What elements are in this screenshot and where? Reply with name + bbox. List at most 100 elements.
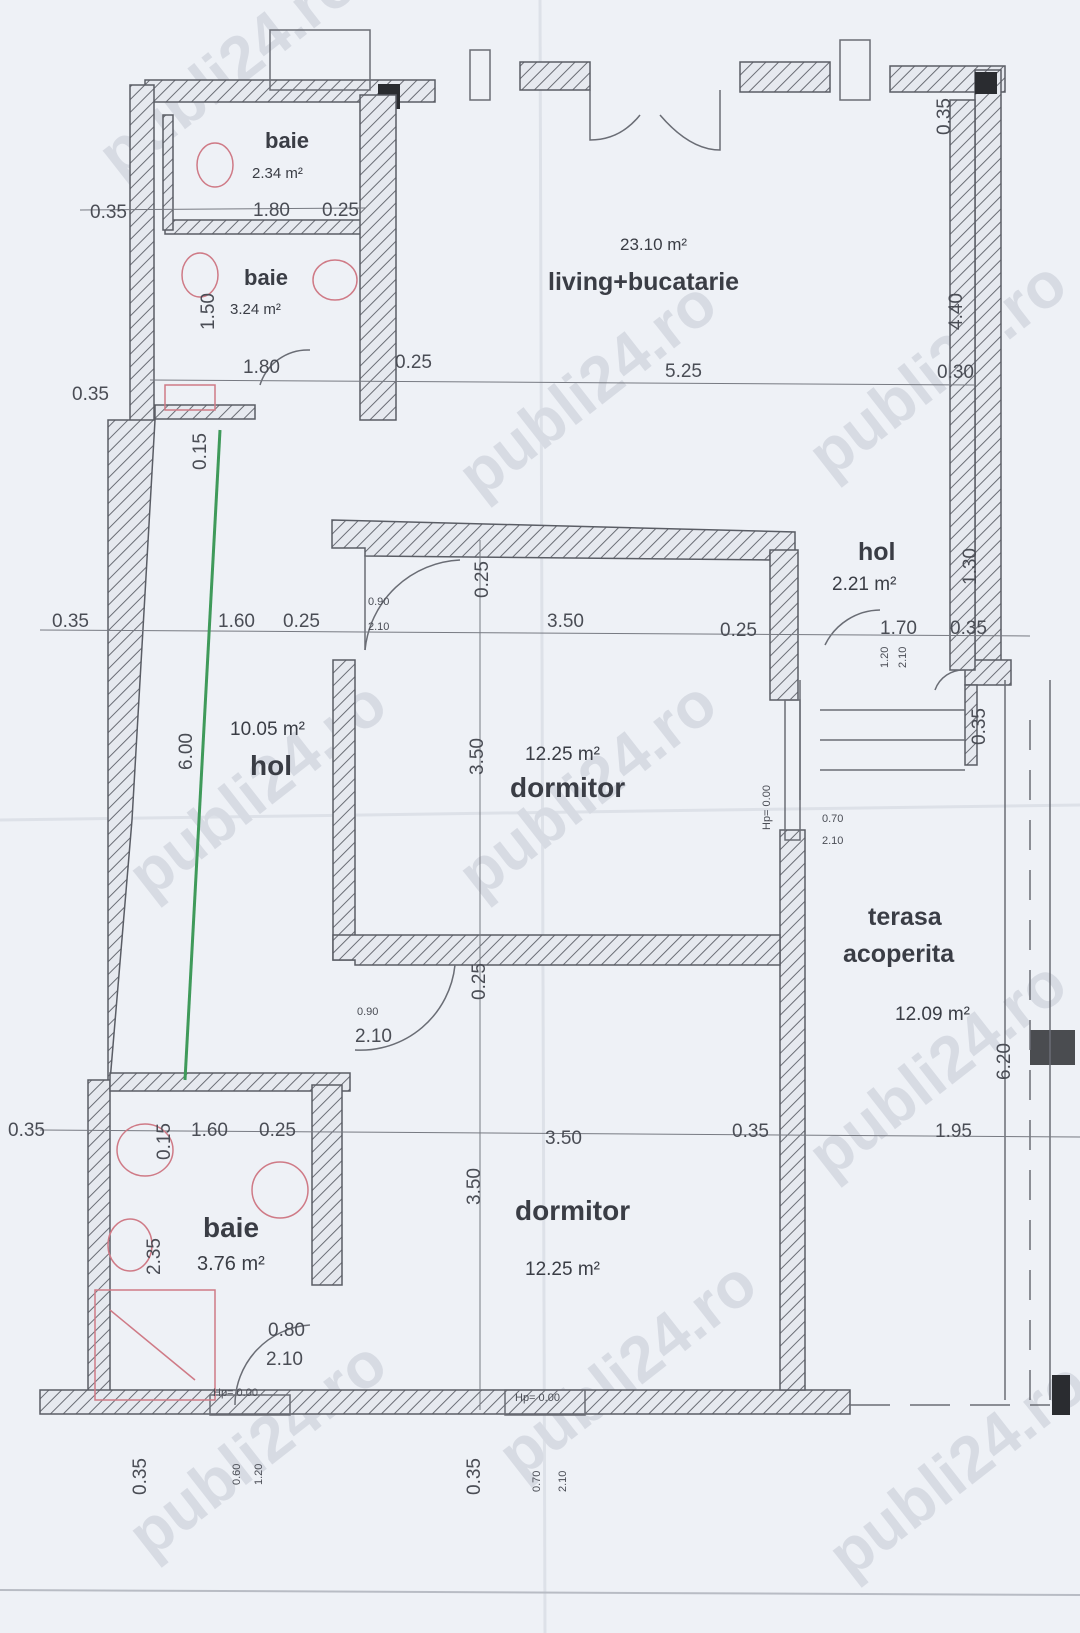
shower-tray: [164, 384, 216, 411]
pillar-bottom-right: [1052, 1375, 1070, 1415]
dim-label: 1.60: [218, 611, 255, 632]
watermark-text: publi24.ro: [814, 1346, 1080, 1591]
watermark-text: publi24.ro: [794, 946, 1079, 1191]
dim-label: 0.60: [231, 1464, 243, 1485]
dim-label: 0.70: [531, 1471, 543, 1492]
dim-label: 1.80: [253, 200, 290, 221]
dim-label: 0.35: [950, 618, 987, 639]
wall-dormitor-right-2: [779, 829, 806, 1391]
toilet: [196, 142, 234, 188]
wall-left-upper: [129, 84, 155, 426]
dim-label: 0.35: [934, 98, 955, 135]
dim-label: 1.70: [880, 618, 917, 639]
room-name-baie-top: baie: [265, 128, 309, 153]
wall-baie-bottom-right: [311, 1084, 343, 1286]
room-name-baie-bottom: baie: [203, 1212, 259, 1243]
dim-label: 0.35: [8, 1120, 45, 1141]
door-swing: [824, 609, 881, 646]
room-labels: baie 2.34 m² baie 3.24 m² 23.10 m² livin…: [197, 128, 970, 1280]
dim-label: 0.25: [283, 611, 320, 632]
wall-dormitor-middle: [332, 934, 781, 966]
wall-baie-bottom: [154, 404, 256, 420]
toilet: [116, 1123, 174, 1177]
dim-label: 1.20: [879, 647, 891, 668]
dim-label: 1.50: [198, 293, 219, 330]
dim-label: 0.25: [322, 200, 359, 221]
terrace: [799, 680, 1051, 1406]
dim-label: 3.50: [464, 1168, 485, 1205]
door-swing: [659, 90, 721, 151]
watermark-text: publi24.ro: [114, 666, 399, 911]
sink: [251, 1161, 309, 1219]
dim-label: 0.90: [368, 596, 389, 608]
dim-label: 0.25: [259, 1120, 296, 1141]
room-name-hol-right: hol: [858, 538, 896, 566]
room-name-dormitor-2: dormitor: [515, 1195, 630, 1226]
dim-label: 0.35: [52, 611, 89, 632]
fixtures: [94, 142, 358, 1401]
room-area-dormitor-2: 12.25 m²: [525, 1259, 600, 1280]
room-area-dormitor-1: 12.25 m²: [525, 744, 600, 765]
wall-right-mid: [964, 684, 978, 766]
dim-label: 2.10: [897, 647, 909, 668]
dim-label: 1.20: [253, 1464, 265, 1485]
dim-label: 2.10: [266, 1349, 303, 1370]
door-swing: [934, 669, 966, 691]
toilet: [107, 1218, 153, 1272]
dim-label: 4.40: [946, 293, 967, 330]
pillar-mid-right: [1030, 1030, 1075, 1065]
dim-label: 2.10: [355, 1026, 392, 1047]
watermark-text: publi24.ro: [444, 266, 729, 511]
window-frame: [269, 29, 371, 91]
wall-dormitor-top: [331, 519, 796, 561]
wall-baie-right: [359, 94, 397, 421]
room-area-hol-right: 2.21 m²: [832, 574, 896, 595]
dimension-labels: 1.80 0.25 0.35 1.80 1.50 0.35 0.25 5.25 …: [8, 98, 1015, 1495]
room-name-terasa-1: terasa: [868, 903, 943, 931]
window-frame: [839, 39, 871, 101]
paper-edge: [0, 1589, 1080, 1596]
dim-label: 0.35: [130, 1458, 151, 1495]
room-name-terasa-2: acoperita: [843, 940, 955, 968]
dimension-lines: [39, 207, 1080, 1410]
dim-label: Hp= 0.00: [515, 1392, 560, 1404]
pipe-line: [183, 429, 222, 1081]
room-area-terasa: 12.09 m²: [895, 1004, 970, 1025]
dim-label: 0.90: [357, 1006, 378, 1018]
wall-bottom: [39, 1389, 851, 1415]
watermark-text: publi24.ro: [114, 1326, 399, 1571]
dim-label: 0.35: [90, 202, 127, 223]
dim-label: 2.35: [144, 1238, 165, 1275]
dim-label: 0.35: [72, 384, 109, 405]
dim-label: 0.25: [720, 620, 757, 641]
interior-walls: [109, 94, 976, 1391]
room-name-living: living+bucatarie: [548, 268, 739, 296]
door-swing: [234, 1324, 311, 1406]
door-swing: [589, 90, 641, 141]
dim-label: 0.35: [732, 1121, 769, 1142]
wall-left-bottom: [87, 1079, 111, 1411]
door-frame: [784, 699, 801, 841]
room-name-baie-mid: baie: [244, 265, 288, 290]
room-area-baie-mid: 3.24 m²: [230, 301, 281, 318]
dim-label: 2.10: [822, 835, 843, 847]
room-area-baie-top: 2.34 m²: [252, 165, 303, 182]
wall-baie-top-left: [162, 114, 174, 231]
pillar-right: [975, 72, 997, 94]
toilet: [181, 252, 219, 298]
dim-label: 6.20: [994, 1043, 1015, 1080]
dim-label: 1.60: [191, 1120, 228, 1141]
dim-label: 5.25: [665, 361, 702, 382]
dim-label: 0.30: [937, 362, 974, 383]
dim-label: 1.80: [243, 357, 280, 378]
window-frame: [209, 1394, 291, 1416]
dim-label: 3.50: [547, 611, 584, 632]
window-frame: [469, 49, 491, 101]
dim-label: 0.25: [395, 352, 432, 373]
watermark-text: publi24.ro: [484, 1246, 769, 1491]
dim-label: 0.25: [472, 561, 493, 598]
sink: [312, 259, 358, 301]
dim-label: 0.25: [469, 963, 490, 1000]
